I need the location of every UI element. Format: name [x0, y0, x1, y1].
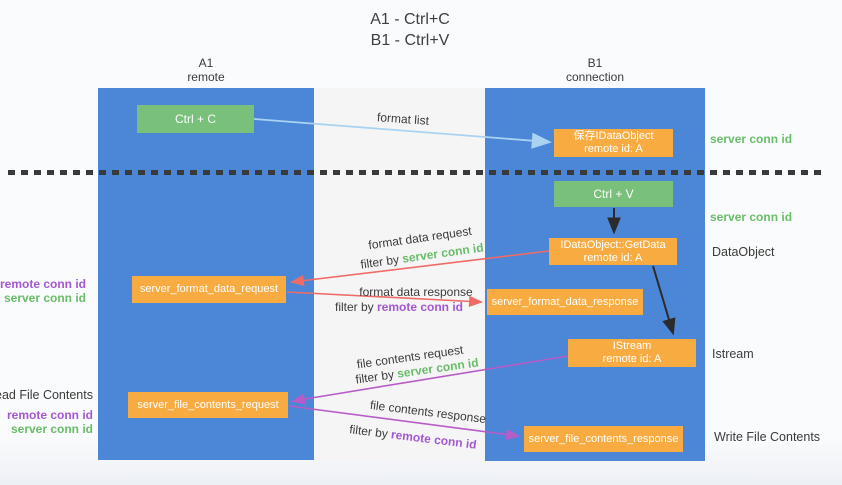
server-format-data-request-box: server_format_data_request	[132, 276, 286, 303]
ctrl-v-box: Ctrl + V	[554, 181, 673, 207]
format-data-response-arrow	[286, 291, 484, 307]
title-line-2: B1 - Ctrl+V	[370, 32, 450, 49]
server-file-contents-request-label: server_file_contents_request	[137, 398, 279, 411]
format-data-response-filter-label: filter by remote conn id	[335, 300, 463, 314]
format-data-request-arrow	[289, 250, 550, 287]
server-format-data-response-label: server_format_data_response	[491, 295, 639, 308]
ctrl-c-box: Ctrl + C	[137, 105, 254, 133]
getdata-line2: remote id: A	[583, 251, 643, 264]
server-file-contents-response-box: server_file_contents_response	[524, 426, 683, 452]
save-idataobject-box: 保存IDataObject remote id: A	[554, 129, 673, 157]
right-server-conn-id-top-label: server conn id	[710, 132, 793, 146]
file-contents-request-arrow	[290, 355, 569, 405]
server-format-data-request-label: server_format_data_request	[139, 283, 279, 295]
istream-line2: remote id: A	[602, 353, 662, 365]
title-line-1: A1 - Ctrl+C	[370, 11, 450, 28]
filter-by-prefix: filter by	[334, 300, 377, 314]
dataobject-label: DataObject	[712, 245, 775, 259]
column-a1-name: A1	[198, 56, 214, 70]
istream-line1: IStream	[612, 340, 652, 352]
left-remote-conn-id-mid-label: remote conn id	[0, 277, 86, 291]
getdata-to-istream-arrow	[652, 265, 676, 336]
idataobject-getdata-box: IDataObject::GetData remote id: A	[549, 238, 677, 265]
page-title: A1 - Ctrl+C B1 - Ctrl+V	[310, 9, 510, 51]
column-a1-subtitle: remote	[187, 70, 225, 84]
left-conn-id-mid-labels: remote conn id server conn id	[0, 277, 86, 305]
ctrl-v-label: Ctrl + V	[593, 186, 634, 201]
istream-box: IStream remote id: A	[568, 339, 696, 367]
remote-conn-id-inline: remote conn id	[377, 300, 464, 314]
right-server-conn-id-mid-label: server conn id	[710, 210, 793, 224]
getdata-line1: IDataObject::GetData	[560, 238, 666, 251]
left-conn-id-bottom-labels: remote conn id server conn id	[7, 408, 93, 436]
left-server-conn-id-mid-label: server conn id	[3, 291, 86, 305]
save-idataobject-line2: remote id: A	[584, 143, 643, 155]
format-list-arrow	[253, 118, 553, 149]
istream-side-label: Istream	[712, 347, 754, 361]
copy-paste-separator-dotted-line	[8, 170, 822, 175]
left-remote-conn-id-bottom-label: remote conn id	[6, 408, 93, 422]
read-file-contents-label: Read File Contents	[0, 388, 93, 402]
column-b1-subtitle: connection	[565, 70, 625, 84]
ctrl-c-label: Ctrl + C	[174, 111, 216, 126]
write-file-contents-label: Write File Contents	[714, 430, 821, 444]
format-data-response-label: format data response	[359, 285, 473, 299]
file-contents-response-arrow	[288, 405, 521, 441]
left-server-conn-id-bottom-label: server conn id	[10, 422, 93, 436]
server-format-data-response-box: server_format_data_response	[487, 289, 643, 315]
column-b1-name: B1	[587, 56, 603, 70]
column-b1-header: B1 connection	[485, 56, 705, 84]
save-idataobject-line1: 保存IDataObject	[573, 130, 654, 142]
between-columns-strip	[314, 88, 485, 461]
column-a1-header: A1 remote	[98, 56, 314, 84]
server-file-contents-response-label: server_file_contents_response	[528, 432, 679, 445]
server-file-contents-request-box: server_file_contents_request	[128, 392, 288, 418]
